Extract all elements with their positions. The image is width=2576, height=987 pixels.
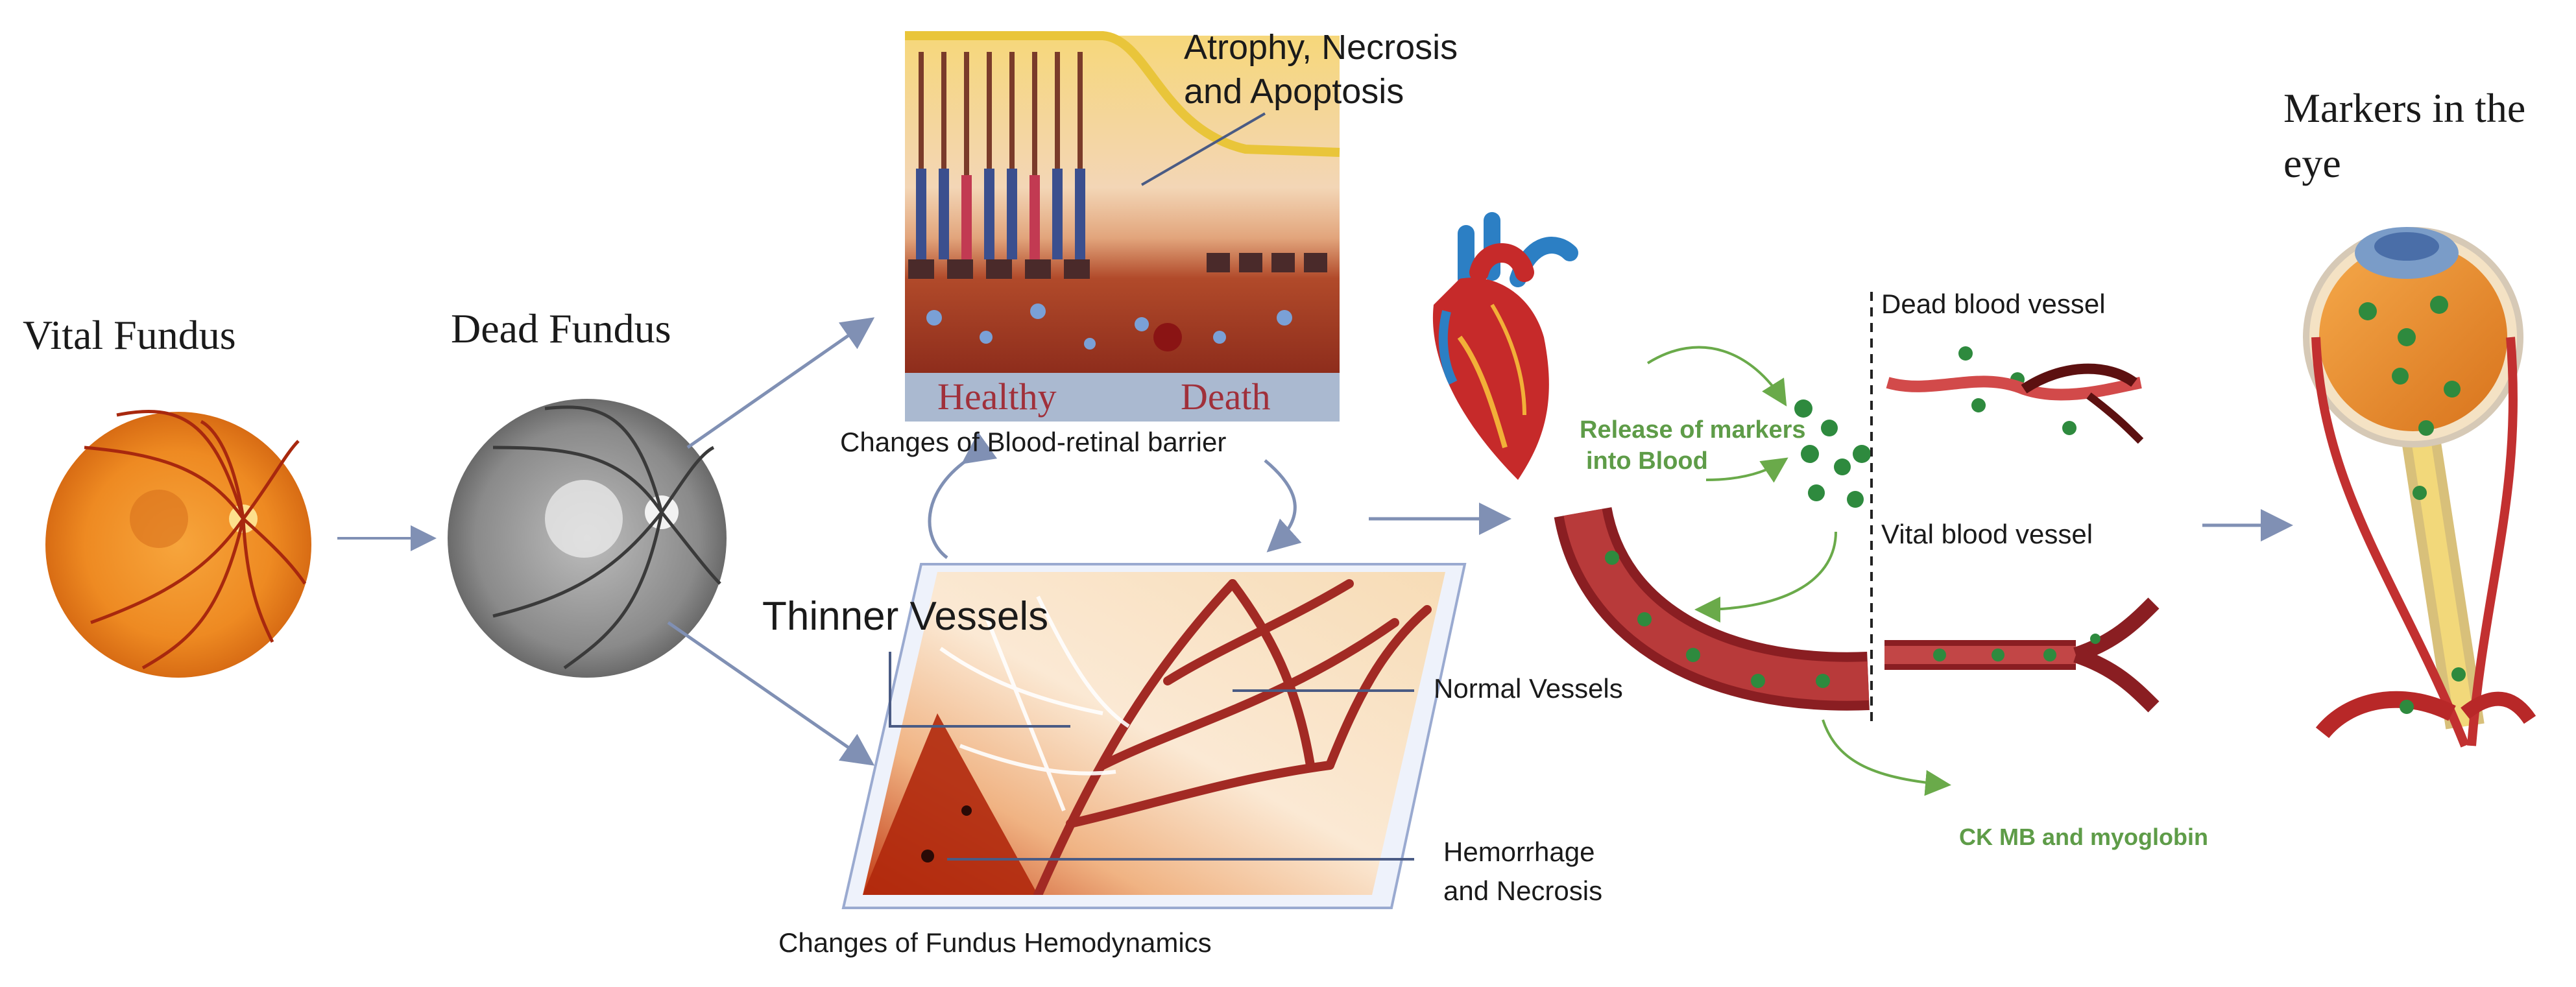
release-markers-line1: Release of markers <box>1580 416 1806 444</box>
dead-fundus-label: Dead Fundus <box>451 305 671 351</box>
atrophy-label-line2: and Apoptosis <box>1184 72 1404 111</box>
hemorrhage-label-line2: and Necrosis <box>1443 875 1603 906</box>
healthy-label: Healthy <box>937 375 1057 418</box>
thinner-vessels-label: Thinner Vessels <box>762 594 1049 639</box>
markers-eye-line2: eye <box>2283 140 2341 186</box>
hemodynamics-label: Changes of Fundus Hemodynamics <box>778 927 1212 958</box>
ck-mb-label: CK MB and myoglobin <box>1959 824 2208 850</box>
green-arrow-return <box>1694 531 1837 623</box>
release-markers-line2: into Blood <box>1586 447 1708 475</box>
marker-dots <box>1794 346 2076 508</box>
atrophy-label-line1: Atrophy, Necrosis <box>1184 28 1458 67</box>
arrow-to-barrier <box>686 317 875 449</box>
dead-fundus-icon <box>448 399 727 678</box>
dead-blood-vessel-icon <box>1886 363 2144 444</box>
arrow-to-hemodynamics <box>667 621 875 766</box>
atrophy-pointer <box>1140 112 1266 186</box>
blood-vessel-icon <box>1554 506 1870 711</box>
heart-icon <box>1432 212 1578 480</box>
eye-cross-section-icon <box>2303 227 2536 748</box>
death-label: Death <box>1181 375 1271 418</box>
fundus-vessels-illustration <box>841 563 1467 909</box>
vital-fundus-label: Vital Fundus <box>23 312 236 358</box>
markers-eye-line1: Markers in the <box>2283 85 2526 131</box>
curved-arrow-right <box>1264 459 1302 553</box>
vital-blood-vessel-label: Vital blood vessel <box>1881 519 2093 549</box>
dead-blood-vessel-label: Dead blood vessel <box>1881 289 2106 319</box>
blood-retinal-barrier-label: Changes of Blood-retinal barrier <box>840 427 1227 457</box>
retina-layers-illustration <box>905 31 1340 422</box>
thinner-pointer <box>889 652 1070 728</box>
vital-blood-vessel-icon <box>1884 597 2160 713</box>
hemorrhage-label-line1: Hemorrhage <box>1443 837 1595 867</box>
normal-vessels-label: Normal Vessels <box>1434 673 1623 704</box>
green-arrow-into-blood <box>1705 457 1788 483</box>
green-arrow-release <box>1646 346 1787 407</box>
retina-fundus-icon <box>45 409 311 678</box>
curved-arrow-left <box>928 432 998 559</box>
green-arrow-ck <box>1822 719 1951 796</box>
